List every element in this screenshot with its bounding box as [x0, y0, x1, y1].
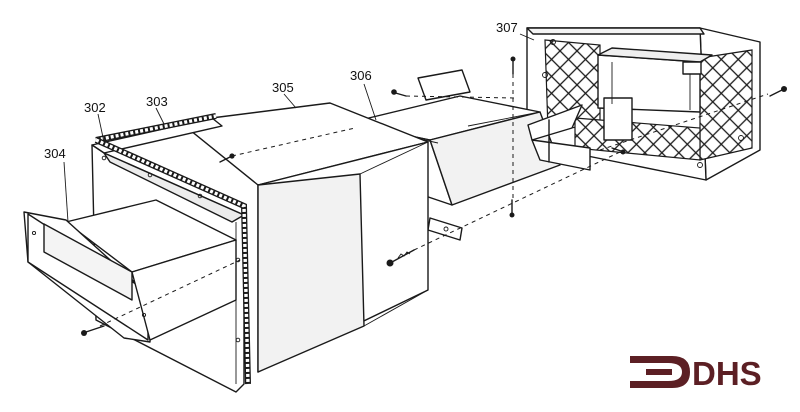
- part-307-wall-frame: [526, 27, 761, 181]
- dhs-logo: DHS: [630, 355, 762, 392]
- part-304-inner-duct: [23, 199, 237, 343]
- label-303: 303: [146, 94, 168, 109]
- label-306: 306: [350, 68, 372, 83]
- screw-icon: [769, 86, 787, 97]
- label-304: 304: [44, 146, 66, 161]
- part-305-duct-sleeve: [179, 102, 429, 373]
- screw-icon: [81, 325, 105, 336]
- label-302: 302: [84, 100, 106, 115]
- part-labels: 302 303 304 305 306 307: [44, 20, 518, 161]
- screw-icon: [611, 147, 626, 155]
- part-302-rope-gasket: [94, 113, 251, 385]
- dhs-logo-text: DHS: [692, 355, 762, 392]
- screw-icon: [510, 56, 516, 75]
- alignment-lines: [99, 74, 769, 327]
- label-305: 305: [272, 80, 294, 95]
- mounting-bracket: [427, 217, 463, 241]
- screw-icon: [386, 249, 415, 267]
- dhs-logo-mark-icon: [630, 356, 690, 388]
- label-307: 307: [496, 20, 518, 35]
- screw-icon: [391, 89, 407, 97]
- leader-lines: [63, 33, 535, 223]
- screw-icon: [509, 199, 515, 218]
